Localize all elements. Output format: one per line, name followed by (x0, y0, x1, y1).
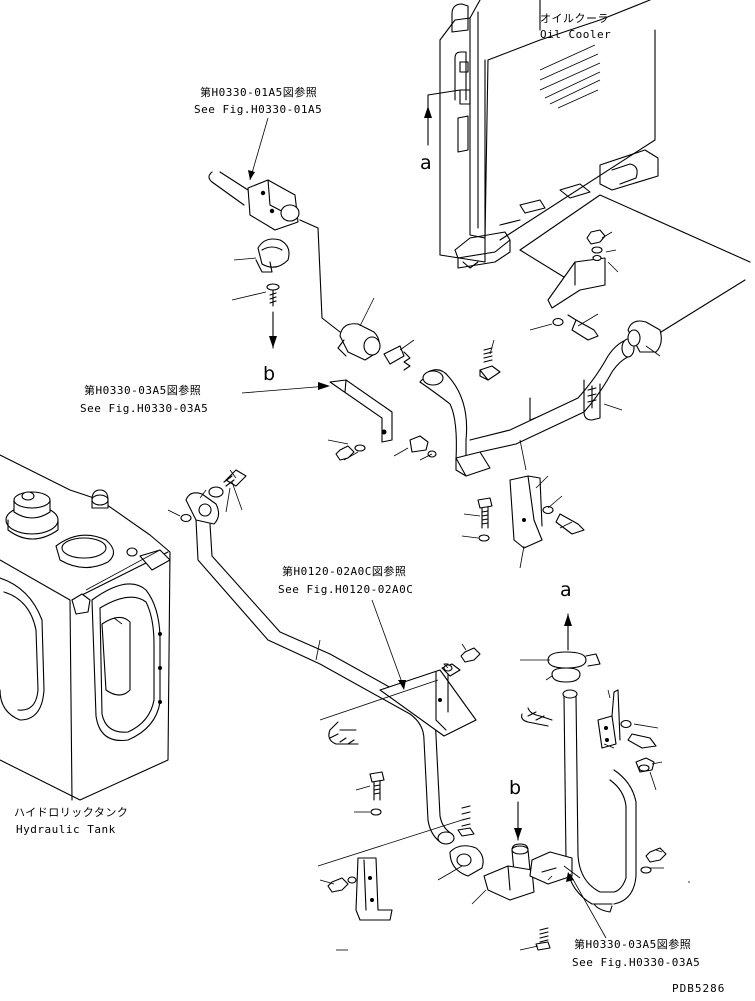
oil-cooler-label-jp: オイルクーラ (540, 12, 609, 25)
ref-h0330-01a5-en: See Fig.H0330-01A5 (194, 103, 323, 116)
view-letter-a-top: a (420, 152, 432, 174)
oil-cooler (439, 0, 659, 269)
stud-bolt-center (479, 347, 501, 381)
arrow-a-top (424, 89, 461, 146)
view-letter-b-left: b (263, 363, 276, 385)
tank-return-pipe (180, 492, 455, 845)
u-bolt-right (583, 379, 601, 421)
tank-pipe-bracket (379, 647, 481, 737)
oil-cooler-label-en: Oil Cooler (540, 28, 612, 41)
view-letter-b-bottom: b (509, 777, 522, 799)
lower-left-bracket (327, 857, 393, 921)
leader-lines (85, 117, 690, 951)
hydraulic-tank (0, 454, 171, 801)
cooler-bracket (547, 229, 606, 341)
drawing-code: PDB5286 (672, 982, 726, 995)
ref-h0120-02a0c-en: See Fig.H0120-02A0C (278, 583, 414, 596)
ref-h0330-03a5-bottom-jp: 第H0330-03A5図参照 (574, 938, 692, 951)
stud-bolt-lower (457, 805, 475, 837)
ref-h0330-03a5-jp: 第H0330-03A5図参照 (84, 384, 202, 397)
lower-center-bracket (477, 475, 585, 549)
view-letter-a-right: a (560, 579, 572, 601)
ref-h0330-01a5-jp: 第H0330-01A5図参照 (200, 86, 318, 99)
upper-right-pipe (519, 194, 751, 353)
lower-fittings (449, 801, 667, 951)
main-pipe (419, 338, 635, 477)
ref-h0330-03a5-bottom-en: See Fig.H0330-03A5 (572, 956, 701, 969)
right-vertical-pipe (521, 613, 657, 913)
hydraulic-tank-label-jp: ハイドロリックタンク (14, 806, 129, 819)
mid-bracket (329, 379, 393, 461)
hose-clamp-mid (299, 219, 411, 371)
hydraulic-tank-label-en: Hydraulic Tank (16, 823, 116, 836)
u-bolt-left (328, 721, 359, 745)
lower-bolt (369, 771, 385, 816)
fittings-center (409, 435, 437, 458)
ref-h0330-03a5-en: See Fig.H0330-03A5 (80, 402, 209, 415)
upper-left-pipe-assembly (208, 171, 300, 349)
flange-bolt (208, 469, 247, 498)
ref-h0120-02a0c-jp: 第H0120-02A0C図参照 (282, 565, 407, 578)
